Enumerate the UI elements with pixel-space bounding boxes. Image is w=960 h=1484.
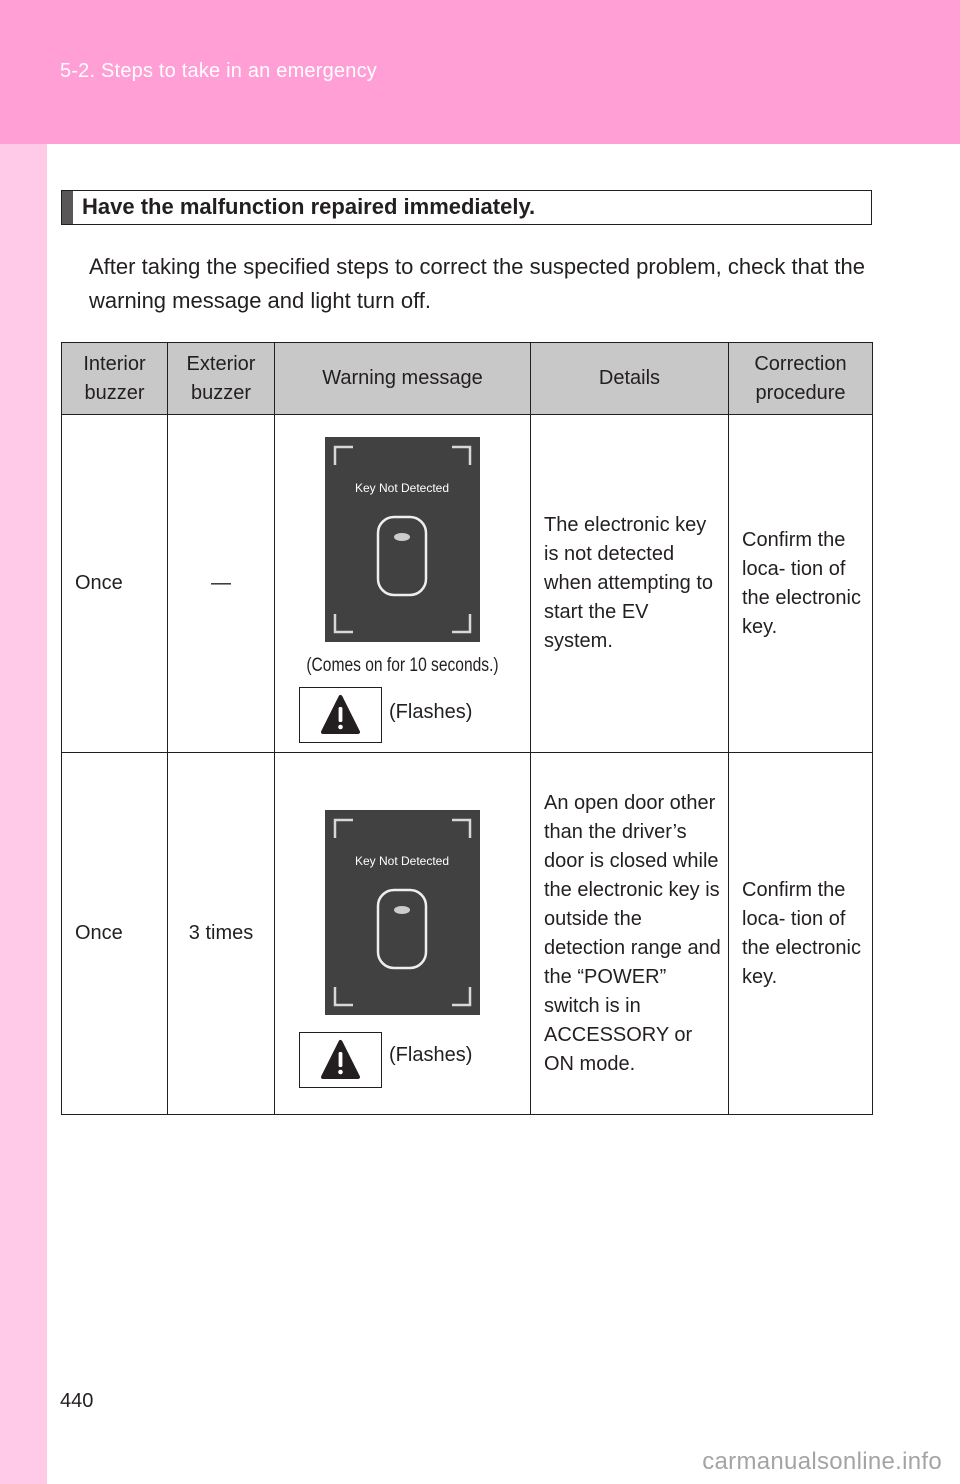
page-number: 440 [60,1390,94,1412]
column-header-correction: Correction procedure [728,342,873,415]
side-band [0,144,47,1484]
column-header-details: Details [530,342,729,415]
heading-box: Have the malfunction repaired immediatel… [61,190,872,225]
interior-buzzer-cell: Once [61,752,168,1115]
column-header-exterior: Exterior buzzer [167,342,275,415]
correction-cell: Confirm the loca- tion of the electronic… [728,752,873,1115]
multi-info-display: Key Not Detected [325,810,480,1015]
screen-text: Key Not Detected [355,481,449,495]
indicator-label: (Flashes) [389,1044,473,1066]
exclamation-triangle-icon [321,1040,360,1079]
indicator-label: (Flashes) [389,701,473,723]
footer-watermark: carmanualsonline.info [702,1448,942,1475]
interior-buzzer-cell: Once [61,414,168,753]
details-cell: An open door other than the driver’s doo… [530,752,729,1115]
exclamation-triangle-icon [321,695,360,734]
multi-info-display: Key Not Detected [325,437,480,642]
master-warning-light [299,1032,382,1088]
exterior-buzzer-cell: 3 times [167,752,275,1115]
heading-bar [62,191,73,224]
key-not-detected-screen: Key Not Detected [333,818,472,1007]
smart-key-fob-icon [376,888,428,970]
table-row: Once 3 times Key Not Detected [61,752,873,1115]
details-cell: The electronic key is not detected when … [530,414,729,753]
master-warning-light [299,687,382,743]
warning-message-cell: Key Not Detected (Comes on for 10 second… [274,414,531,753]
smart-key-fob-icon [376,515,428,597]
warning-message-cell: Key Not Detected [274,752,531,1115]
key-not-detected-screen: Key Not Detected [333,445,472,634]
screen-text: Key Not Detected [355,854,449,868]
heading-text: Have the malfunction repaired immediatel… [82,194,536,219]
display-note: (Comes on for 10 seconds.) [306,655,499,676]
header-band [0,0,960,144]
correction-cell: Confirm the loca- tion of the electronic… [728,414,873,753]
table-header-row: Interior buzzer Exterior buzzer Warning … [61,342,873,415]
warning-table: Interior buzzer Exterior buzzer Warning … [61,342,873,1115]
intro-paragraph: After taking the specified steps to corr… [89,254,865,313]
section-title: 5-2. Steps to take in an emergency [60,60,377,82]
exterior-buzzer-cell: — [167,414,275,753]
column-header-message: Warning message [274,342,531,415]
column-header-interior: Interior buzzer [61,342,168,415]
table-row: Once — Key Not Detected (Co [61,414,873,753]
